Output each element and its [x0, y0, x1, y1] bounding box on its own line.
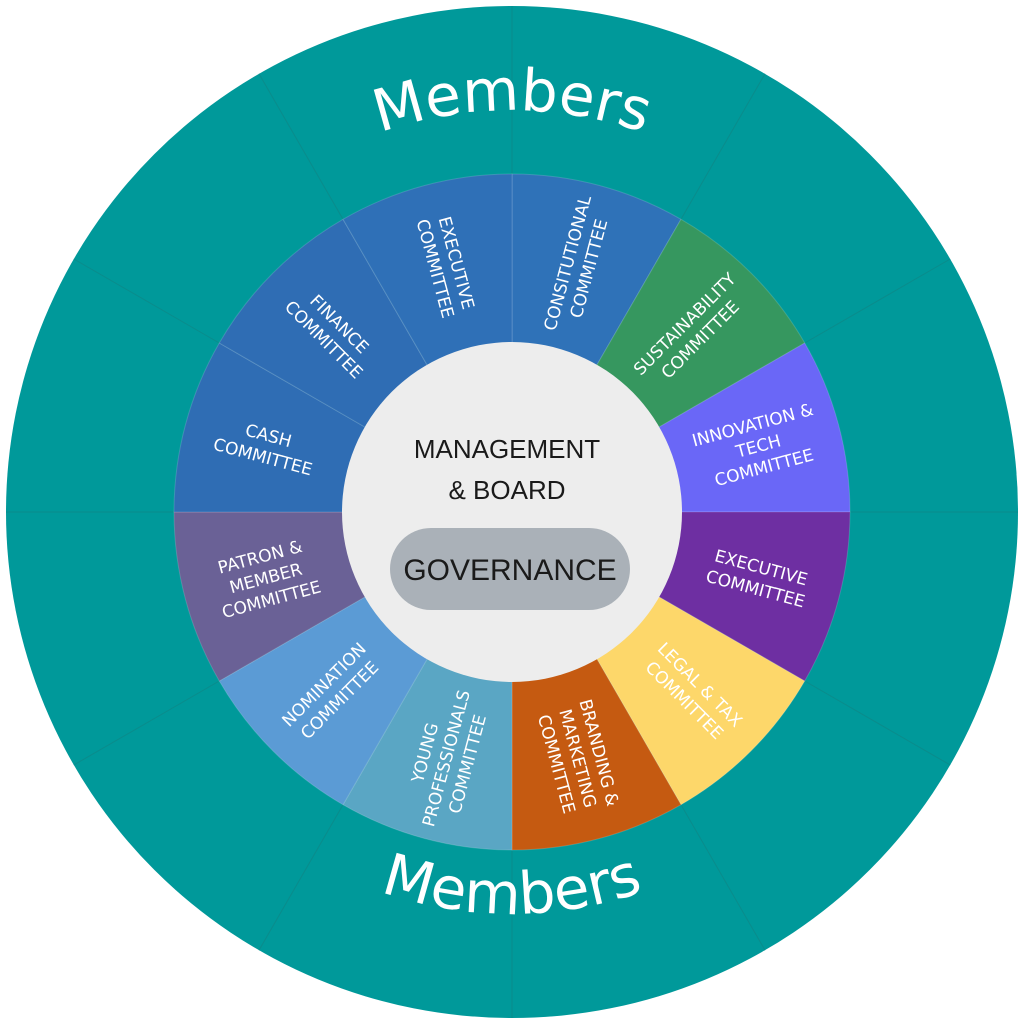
outer-ring-divider [258, 804, 344, 951]
management-board-circle [342, 342, 682, 682]
governance-label: GOVERNANCE [403, 554, 616, 587]
outer-ring-divider [804, 680, 951, 766]
governance-badge [390, 528, 630, 610]
outer-ring-divider [804, 258, 951, 344]
outer-ring-divider [73, 680, 220, 766]
outer-ring-dividers [6, 6, 1018, 1018]
outer-ring-divider [680, 804, 766, 951]
outer-ring-divider [258, 73, 344, 220]
outer-ring-divider [680, 73, 766, 220]
center-title-line-2: & BOARD [448, 475, 565, 505]
committee-segments: CONSITUTIONALCOMMITTEESUSTAINABILITYCOMM… [173, 173, 851, 851]
center-title-line-1: MANAGEMENT [414, 434, 600, 464]
outer-ring-divider [73, 258, 220, 344]
